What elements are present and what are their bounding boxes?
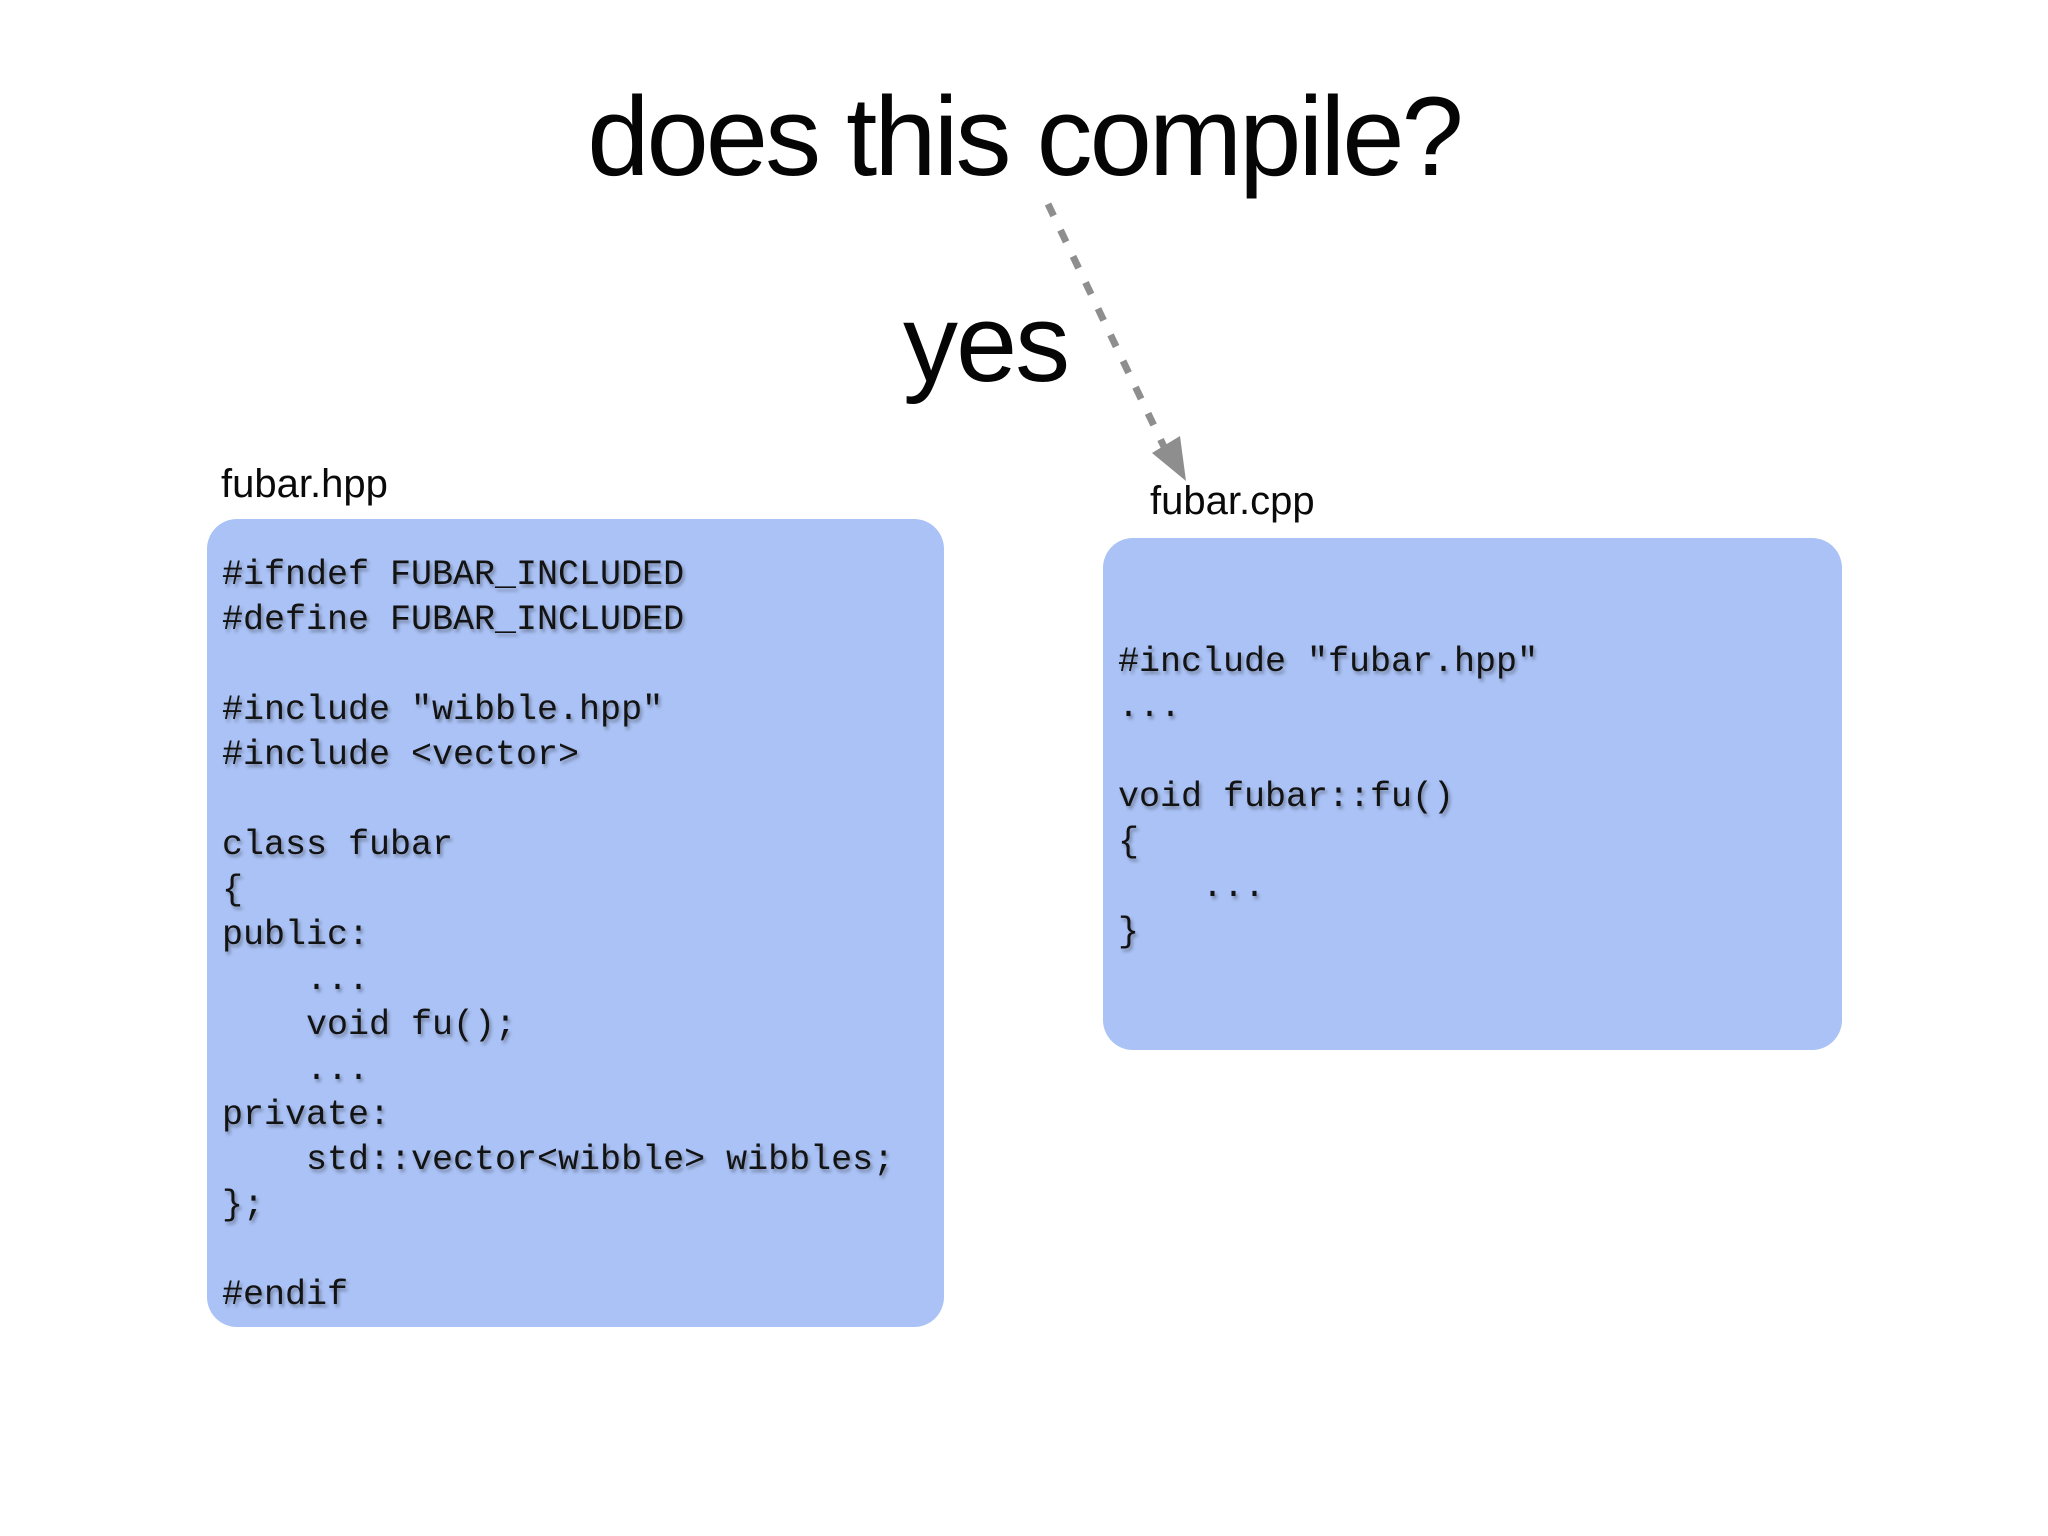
file-label-cpp: fubar.cpp xyxy=(1150,479,1315,523)
code-cpp: #include "fubar.hpp" ... void fubar::fu(… xyxy=(1118,642,1539,952)
answer-text: yes xyxy=(903,282,1070,405)
code-box-hpp: #ifndef FUBAR_INCLUDED #define FUBAR_INC… xyxy=(207,519,944,1327)
slide-title: does this compile? xyxy=(587,74,1464,199)
code-box-cpp: #include "fubar.hpp" ... void fubar::fu(… xyxy=(1103,538,1842,1050)
file-label-hpp: fubar.hpp xyxy=(221,462,388,506)
arrowhead-icon xyxy=(1152,436,1186,481)
code-hpp: #ifndef FUBAR_INCLUDED #define FUBAR_INC… xyxy=(222,555,895,1315)
